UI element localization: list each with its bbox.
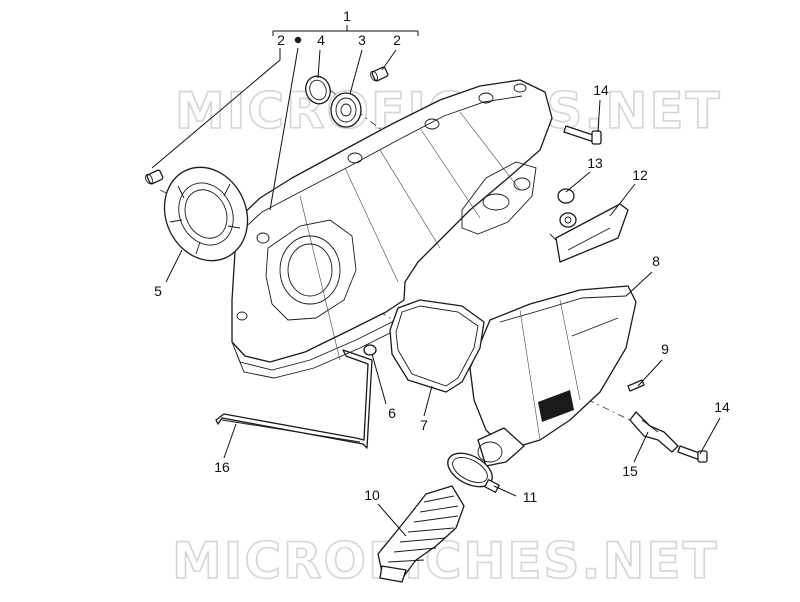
part-13-grommet-upper (557, 188, 575, 204)
callout-16: 16 (214, 459, 230, 475)
part-9-screw (627, 379, 645, 392)
part-3-bearing (330, 92, 362, 128)
part-14-screw-upper (563, 125, 602, 145)
callout-2-right: 2 (393, 32, 401, 48)
part-14-screw-lower (677, 445, 708, 463)
callout-6: 6 (388, 405, 396, 421)
callout-10: 10 (364, 487, 380, 503)
callout-11: 11 (523, 489, 538, 505)
callout-3: 3 (358, 32, 366, 48)
part-8-air-filter-box (469, 285, 637, 467)
part-4-circlip (305, 75, 331, 105)
reference-dot (294, 36, 302, 44)
callout-2-left: 2 (277, 32, 285, 48)
callout-4: 4 (317, 32, 325, 48)
part-7-gasket (389, 299, 485, 393)
callout-12: 12 (632, 167, 648, 183)
callout-8: 8 (652, 253, 660, 269)
callout-9: 9 (661, 341, 669, 357)
callout-labels: 1 2 4 3 2 14 13 12 5 8 9 6 7 14 15 16 10… (154, 8, 730, 505)
watermark-bottom: MICROFICHES.NET (172, 532, 719, 590)
part-12-badge-plate (549, 203, 629, 263)
callout-13: 13 (587, 155, 603, 171)
callout-14-upper: 14 (593, 82, 609, 98)
part-13-grommet-lower (559, 212, 577, 228)
callout-7: 7 (420, 417, 428, 433)
part-2-dowel-pin-right (370, 66, 389, 82)
part-16-wrench (215, 349, 373, 449)
part-10-intake-hose (377, 485, 465, 583)
part-2-dowel-pin-left (145, 169, 164, 185)
part-15-bracket (629, 411, 679, 453)
callout-15: 15 (622, 463, 638, 479)
callout-1: 1 (343, 8, 351, 24)
callout-14-lower: 14 (714, 399, 730, 415)
leader-lines (151, 25, 721, 537)
part-6-screw (363, 344, 377, 356)
part-11-hose-clamp (447, 452, 500, 493)
callout-5: 5 (154, 283, 162, 299)
part-5-fan-cover (163, 166, 249, 262)
